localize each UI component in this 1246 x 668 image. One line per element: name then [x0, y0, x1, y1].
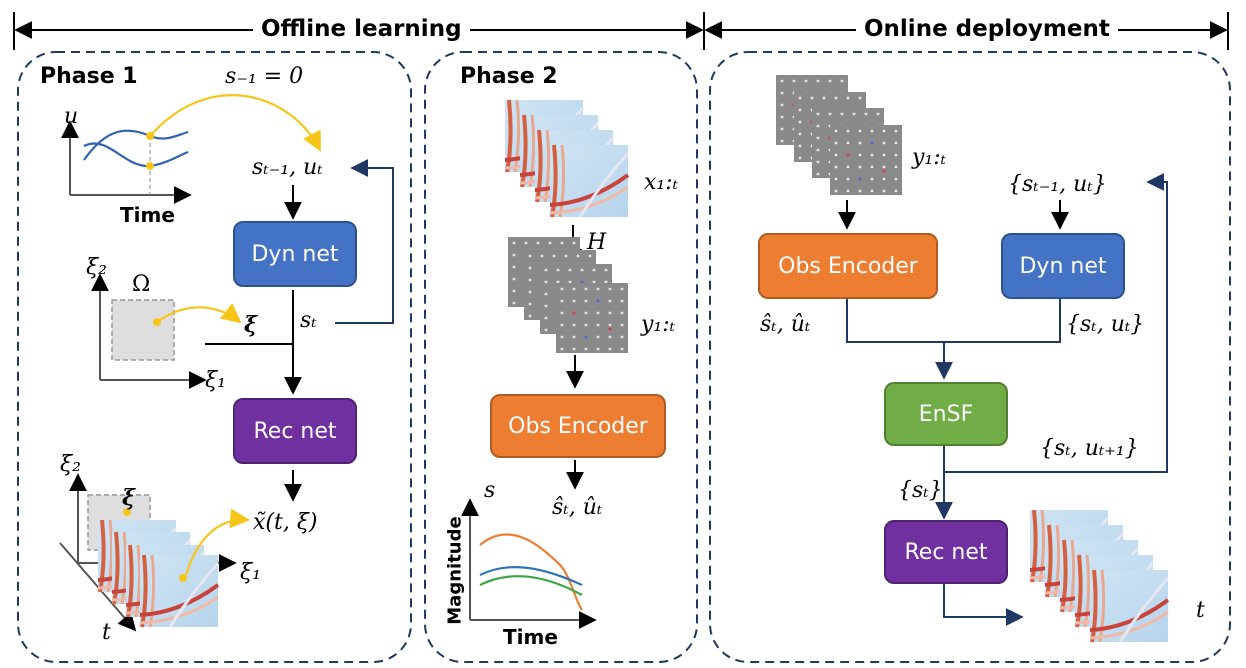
omega-label: Ω — [132, 272, 151, 297]
dyn-net-box: Dyn net — [233, 221, 357, 287]
estimate-label: ŝₜ, ûₜ — [552, 495, 603, 520]
online-panel — [709, 51, 1231, 663]
feedback-state-label: {sₜ, uₜ₊₁} — [1040, 436, 1139, 461]
online-dyn-net-box: Dyn net — [1001, 233, 1125, 299]
obs-encoder-box: Obs Encoder — [490, 394, 666, 458]
field-snapshot — [138, 553, 220, 629]
phase1-flow — [205, 159, 394, 502]
initial-state-label: s₋₁ = 0 — [225, 64, 304, 89]
xi-label: ξ — [244, 312, 258, 338]
magnitude-plot — [461, 498, 597, 629]
time-axis-label: Time — [120, 203, 175, 227]
rec-net-box: Rec net — [233, 398, 357, 464]
x-sequence-label: x₁:ₜ — [644, 170, 679, 195]
observation-operator-label: H — [587, 230, 607, 255]
reconstruction-output-label: x̃(t, ξ) — [253, 510, 318, 535]
phase1-title: Phase 1 — [40, 64, 138, 89]
s-axis-label: s — [484, 478, 496, 503]
dyn-output-label: {sₜ, uₜ} — [1066, 312, 1145, 337]
orange-curve — [479, 533, 583, 611]
xi1-axis-label-3d: ξ₁ — [240, 560, 261, 585]
offline-learning-title: Offline learning — [253, 16, 470, 42]
online-field-stack — [1028, 508, 1170, 644]
magnitude-axis-label: Magnitude — [444, 516, 466, 625]
online-y-stack — [776, 75, 902, 195]
plot-time-axis-label: Time — [503, 625, 558, 649]
phase1-panel — [17, 51, 412, 663]
online-dyn-input-label: {sₜ₋₁, uₜ} — [1008, 172, 1107, 197]
omega-region — [111, 299, 175, 361]
phase2-title: Phase 2 — [460, 64, 558, 89]
encoder-output-label: ŝₜ, ûₜ — [760, 312, 811, 337]
ensf-box: EnSF — [884, 382, 1008, 446]
xi2-axis-label: ξ₂ — [86, 255, 107, 280]
domain-plot — [91, 273, 242, 389]
state-label: sₜ — [300, 308, 317, 333]
online-t-label: t — [1196, 598, 1205, 623]
dyn-input-label: sₜ₋₁, uₜ — [252, 155, 323, 180]
phase2-panel — [424, 51, 698, 663]
xi2-axis-label-3d: ξ₂ — [60, 452, 81, 477]
t-axis-label: t — [102, 620, 111, 645]
online-y-sequence-label: y₁:ₜ — [912, 145, 947, 170]
spacetime-plot — [59, 473, 250, 632]
u-time-plot — [61, 94, 321, 204]
filtered-state-label: {sₜ} — [898, 478, 943, 503]
online-deployment-title: Online deployment — [856, 16, 1118, 42]
xi1-axis-label: ξ₁ — [205, 368, 226, 393]
u-axis-label: u — [64, 104, 79, 129]
blue-curve — [479, 565, 583, 586]
y-sequence-label: y₁:ₜ — [641, 312, 676, 337]
xi-point-label-3d: ξ — [122, 485, 136, 511]
x-sequence-stack — [503, 98, 630, 219]
green-curve — [479, 575, 583, 596]
online-obs-encoder-box: Obs Encoder — [758, 233, 938, 299]
online-rec-net-box: Rec net — [884, 520, 1008, 584]
y-sequence-stack — [508, 237, 628, 353]
